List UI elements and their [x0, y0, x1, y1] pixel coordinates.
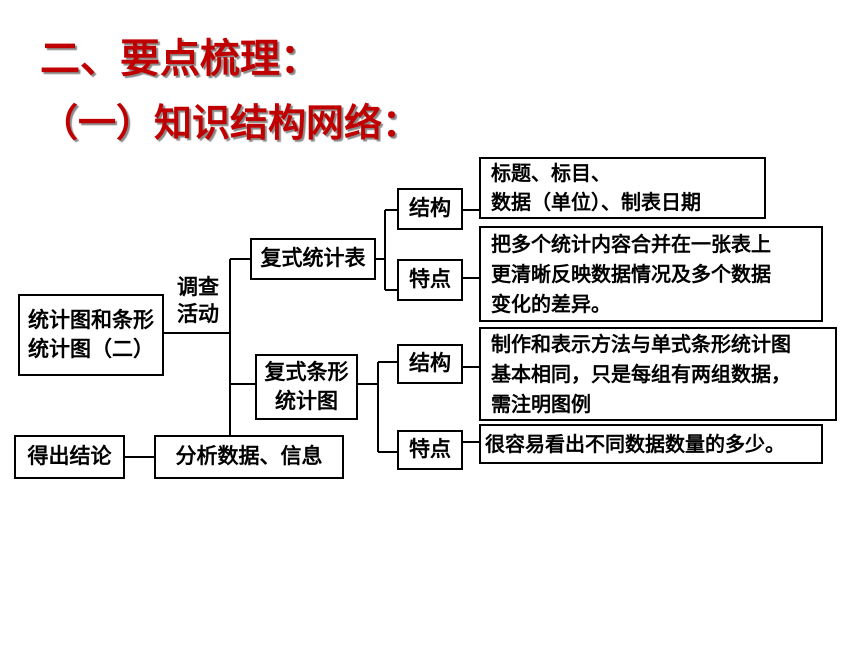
conclusion-node: 得出结论 [14, 435, 125, 479]
compound-bar-node: 复式条形 统计图 [255, 354, 358, 420]
analyze-node: 分析数据、信息 [154, 435, 344, 479]
root-node: 统计图和条形 统计图（二） [18, 294, 164, 376]
survey-activity-label: 调查 活动 [177, 275, 219, 327]
bar-structure-detail: 制作和表示方法与单式条形统计图 基本相同，只是每组有两组数据， 需注明图例 [479, 327, 837, 421]
compound-table-node: 复式统计表 [250, 238, 376, 280]
table-structure-detail: 标题、标目、 数据（单位）、制表日期 [479, 157, 766, 219]
subsection-title: （一）知识结构网络： [40, 101, 421, 145]
bar-feature-node: 特点 [397, 430, 463, 470]
section-title: 二、要点梳理： [40, 36, 320, 82]
table-feature-detail: 把多个统计内容合并在一张表上 更清晰反映数据情况及多个数据 变化的差异。 [479, 226, 823, 322]
bar-structure-node: 结构 [397, 344, 463, 384]
bar-feature-detail: 很容易看出不同数据数量的多少。 [479, 424, 823, 464]
table-structure-node: 结构 [397, 188, 463, 230]
table-feature-node: 特点 [397, 259, 463, 301]
